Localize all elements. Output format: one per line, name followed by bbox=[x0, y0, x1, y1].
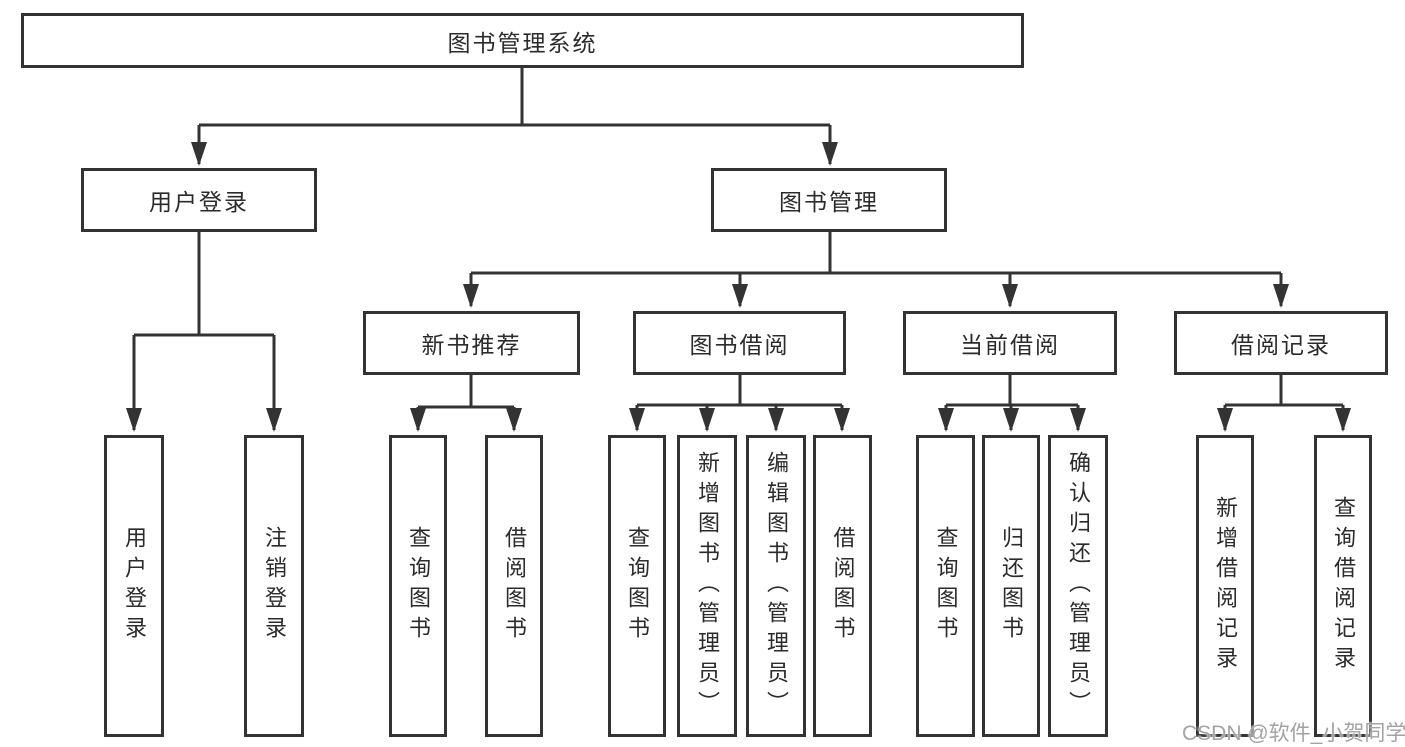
node-new-book-recommend-label: 新书推荐 bbox=[421, 332, 522, 358]
leaf-query-borrow-record: 查询借阅记录 bbox=[1314, 435, 1372, 737]
leaf-confirm-return-admin: 确认归还（管理员） bbox=[1048, 435, 1108, 737]
node-user-login-label: 用户登录 bbox=[149, 189, 249, 215]
leaf-add-borrow-record: 新增借阅记录 bbox=[1196, 435, 1254, 737]
node-current-borrow-label: 当前借阅 bbox=[960, 332, 1060, 358]
leaf-borrow-books-recommend-label: 借阅图书 bbox=[502, 526, 527, 646]
leaf-query-books-recommend-label: 查询图书 bbox=[406, 526, 431, 646]
leaf-logout: 注销登录 bbox=[244, 435, 304, 737]
node-borrow-records-label: 借阅记录 bbox=[1231, 332, 1331, 358]
leaf-return-book: 归还图书 bbox=[982, 435, 1040, 737]
node-book-management: 图书管理 bbox=[711, 168, 947, 232]
leaf-add-borrow-record-label: 新增借阅记录 bbox=[1213, 496, 1238, 676]
leaf-add-book-admin-label: 新增图书（管理员） bbox=[695, 451, 720, 721]
leaf-query-books-current: 查询图书 bbox=[916, 435, 975, 737]
node-current-borrow: 当前借阅 bbox=[903, 311, 1117, 375]
leaf-edit-book-admin-label: 编辑图书（管理员） bbox=[764, 451, 789, 721]
node-user-login: 用户登录 bbox=[81, 168, 317, 232]
node-book-borrow-label: 图书借阅 bbox=[689, 332, 790, 358]
leaf-query-books-current-label: 查询图书 bbox=[933, 526, 959, 646]
leaf-borrow-books: 借阅图书 bbox=[813, 435, 872, 737]
leaf-add-book-admin: 新增图书（管理员） bbox=[677, 435, 737, 737]
leaf-user-login: 用户登录 bbox=[104, 435, 164, 737]
leaf-query-books-borrow-label: 查询图书 bbox=[625, 526, 650, 646]
csdn-watermark: CSDN @软件_小贺同学 bbox=[1182, 722, 1405, 745]
leaf-edit-book-admin: 编辑图书（管理员） bbox=[746, 435, 806, 737]
node-root-system-label: 图书管理系统 bbox=[447, 29, 598, 56]
leaf-query-books-recommend: 查询图书 bbox=[389, 435, 447, 737]
leaf-query-books-borrow: 查询图书 bbox=[608, 435, 666, 737]
node-borrow-records: 借阅记录 bbox=[1174, 311, 1388, 375]
leaf-user-login-label: 用户登录 bbox=[122, 526, 147, 646]
leaf-query-borrow-record-label: 查询借阅记录 bbox=[1331, 496, 1356, 676]
node-book-borrow: 图书借阅 bbox=[633, 311, 846, 375]
node-new-book-recommend: 新书推荐 bbox=[363, 311, 580, 375]
leaf-return-book-label: 归还图书 bbox=[999, 526, 1024, 646]
leaf-logout-label: 注销登录 bbox=[262, 526, 287, 646]
leaf-confirm-return-admin-label: 确认归还（管理员） bbox=[1066, 451, 1091, 721]
node-book-management-label: 图书管理 bbox=[779, 189, 879, 215]
leaf-borrow-books-label: 借阅图书 bbox=[830, 526, 856, 646]
node-root-system: 图书管理系统 bbox=[21, 13, 1024, 68]
leaf-borrow-books-recommend: 借阅图书 bbox=[485, 435, 543, 737]
